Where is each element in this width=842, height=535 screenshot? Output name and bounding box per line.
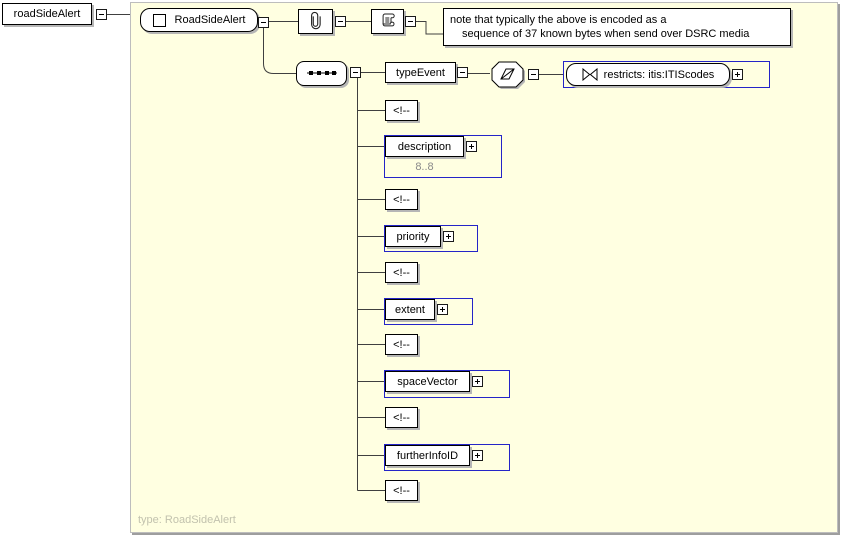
comment-box[interactable]: <!-- <box>385 262 418 283</box>
bowtie-icon <box>582 68 598 81</box>
sequence-node[interactable] <box>296 61 347 86</box>
element-box-priority[interactable]: priority <box>385 226 441 247</box>
element-label: extent <box>395 303 425 316</box>
collapse-icon[interactable] <box>528 69 539 80</box>
element-box-description[interactable]: description <box>385 136 464 157</box>
element-container-furtherInfoID <box>384 444 510 471</box>
note-line-1: note that typically the above is encoded… <box>450 14 667 26</box>
element-square-icon <box>152 13 166 27</box>
element-box-furtherInfoID[interactable]: furtherInfoID <box>385 445 470 466</box>
element-label: priority <box>396 230 430 243</box>
root-element-box[interactable]: roadSideAlert <box>2 3 92 25</box>
expand-icon[interactable] <box>472 376 483 387</box>
note-line-2: sequence of 37 known bytes when send ove… <box>462 28 750 40</box>
collapse-icon[interactable] <box>457 67 468 78</box>
comment-box[interactable]: <!-- <box>385 100 418 121</box>
expand-icon[interactable] <box>732 69 743 80</box>
paperclip-icon <box>309 11 322 33</box>
complex-type-label: RoadSideAlert <box>174 14 246 26</box>
comment-box[interactable]: <!-- <box>385 480 418 501</box>
element-box-extent[interactable]: extent <box>385 299 435 320</box>
collapse-icon[interactable] <box>350 67 361 78</box>
root-element-label: roadSideAlert <box>13 8 81 20</box>
restriction-container <box>563 61 770 88</box>
element-container-description <box>384 135 502 178</box>
collapse-icon[interactable] <box>405 16 416 27</box>
expand-icon[interactable] <box>443 231 454 242</box>
element-label: description <box>397 140 452 153</box>
element-box-typeEvent[interactable]: typeEvent <box>385 62 456 83</box>
comment-label: <!-- <box>393 104 410 117</box>
comment-label: <!-- <box>393 484 410 497</box>
expand-icon[interactable] <box>466 141 477 152</box>
complex-type-node[interactable]: RoadSideAlert <box>140 8 258 32</box>
comment-label: <!-- <box>393 266 410 279</box>
comment-box[interactable]: <!-- <box>385 334 418 355</box>
annotation-note[interactable]: note that typically the above is encoded… <box>443 8 791 46</box>
cardinality-label: 8..8 <box>415 161 434 173</box>
comment-label: <!-- <box>393 338 410 351</box>
annotation-node[interactable] <box>371 9 404 34</box>
comment-label: <!-- <box>393 193 410 206</box>
element-container-priority <box>384 225 478 252</box>
collapse-icon[interactable] <box>96 9 107 20</box>
expand-icon[interactable] <box>437 304 448 315</box>
expand-icon[interactable] <box>472 450 483 461</box>
sequence-icon <box>306 68 338 80</box>
comment-box[interactable]: <!-- <box>385 407 418 428</box>
restriction-label: restricts: itis:ITIScodes <box>603 68 715 81</box>
comment-label: <!-- <box>393 411 410 424</box>
element-container-extent <box>384 298 473 325</box>
derived-type-icon[interactable] <box>490 61 527 90</box>
element-label: furtherInfoID <box>396 449 459 462</box>
collapse-icon[interactable] <box>258 17 269 28</box>
type-caption: type: RoadSideAlert <box>138 514 236 526</box>
restriction-node[interactable]: restricts: itis:ITIScodes <box>566 63 730 86</box>
element-label: typeEvent <box>396 66 445 79</box>
element-box-spaceVector[interactable]: spaceVector <box>385 371 470 392</box>
element-label: spaceVector <box>397 375 458 388</box>
collapse-icon[interactable] <box>335 16 346 27</box>
element-container-spaceVector <box>384 370 510 398</box>
attributes-node[interactable] <box>298 9 333 34</box>
comment-box[interactable]: <!-- <box>385 189 418 210</box>
scroll-icon <box>379 11 397 32</box>
